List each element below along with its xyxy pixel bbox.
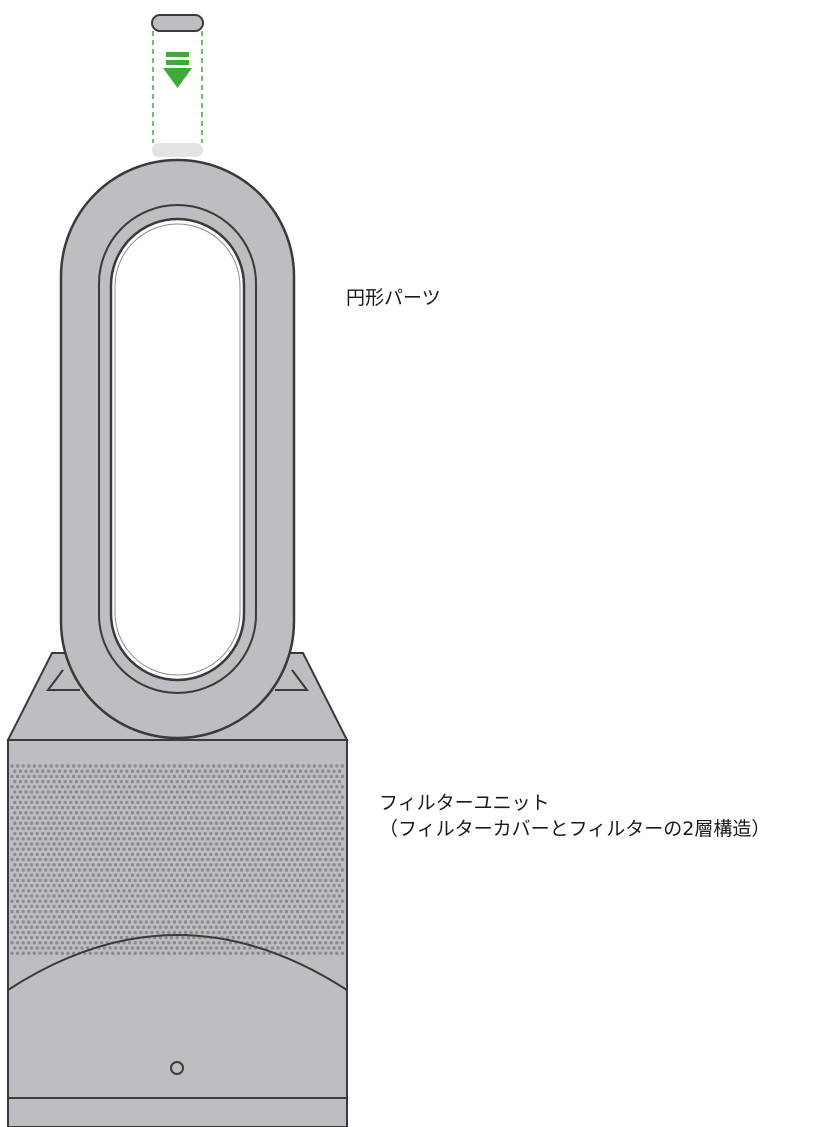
ring-groove: [98, 204, 257, 694]
ring-clip-right: [275, 669, 309, 691]
top-cap: [151, 14, 204, 32]
filter-unit-label-line2: （フィルターカバーとフィルターの2層構造）: [379, 818, 771, 840]
ring-clip-left: [46, 669, 80, 691]
indicator-hole: [170, 1061, 184, 1075]
down-arrow-icon: [163, 52, 192, 88]
ring-inner-lip: [114, 223, 241, 676]
top-cap-part: [151, 14, 204, 157]
base-curve-seam: [7, 934, 348, 991]
ring-part-label: 円形パーツ: [346, 287, 441, 309]
ring-aperture: [109, 217, 246, 682]
filter-perforation: [10, 764, 345, 955]
filter-unit-label: フィルターユニット （フィルターカバーとフィルターの2層構造）: [379, 790, 770, 842]
filter-unit-label-line1: フィルターユニット: [379, 792, 550, 814]
cap-seat: [152, 143, 203, 157]
ring-part: [59, 158, 296, 740]
